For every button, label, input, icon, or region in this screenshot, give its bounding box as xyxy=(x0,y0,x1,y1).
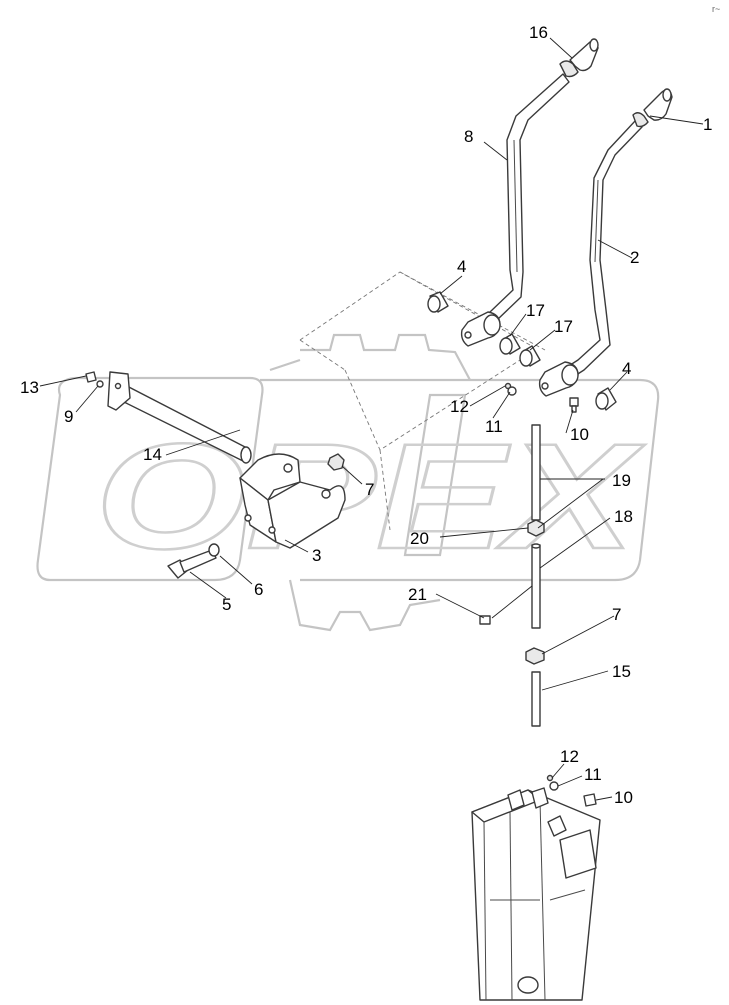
hardware-13-9 xyxy=(85,371,104,388)
label-11-upper: 11 xyxy=(485,417,503,436)
bolt-5 xyxy=(167,549,217,579)
rod-15 xyxy=(531,671,541,727)
bracket-3 xyxy=(239,453,346,549)
label-7-rod: 7 xyxy=(612,605,621,624)
lever-rod-8 xyxy=(467,60,579,334)
spacer-17-b xyxy=(519,345,541,367)
label-14: 14 xyxy=(143,445,162,464)
nut-20 xyxy=(527,519,545,537)
watermark-logo: OPEX xyxy=(36,333,660,632)
label-12-lower: 12 xyxy=(560,747,579,766)
leader-lines xyxy=(39,37,704,801)
label-5: 5 xyxy=(222,595,231,614)
bushing-4-lower xyxy=(595,387,617,411)
label-13: 13 xyxy=(20,378,39,397)
label-17-b: 17 xyxy=(554,317,573,336)
label-9: 9 xyxy=(64,407,73,426)
cross-shaft-14 xyxy=(107,371,252,464)
pin-21 xyxy=(479,615,491,625)
label-1: 1 xyxy=(703,115,712,134)
lever-hub-2 xyxy=(538,361,579,397)
washer-6 xyxy=(208,543,220,557)
label-11-lower: 11 xyxy=(584,765,602,784)
bushing-4-upper xyxy=(427,291,449,313)
nut-7-bracket xyxy=(327,453,345,471)
label-6: 6 xyxy=(254,580,263,599)
part-labels: 16 1 8 2 4 17 17 4 13 9 12 11 10 14 7 19… xyxy=(20,23,712,807)
label-8: 8 xyxy=(464,127,473,146)
label-2: 2 xyxy=(630,248,639,267)
valve-block xyxy=(471,787,601,1001)
knob-1 xyxy=(643,88,673,121)
label-15: 15 xyxy=(612,662,631,681)
label-16: 16 xyxy=(529,23,548,42)
label-17-a: 17 xyxy=(526,301,545,320)
label-18: 18 xyxy=(614,507,633,526)
label-19: 19 xyxy=(612,471,631,490)
spacer-17-a xyxy=(499,333,521,355)
label-10-lower: 10 xyxy=(614,788,633,807)
hardware-12-11-10-upper xyxy=(504,382,579,413)
label-21: 21 xyxy=(408,585,427,604)
label-10-upper: 10 xyxy=(570,425,589,444)
nut-7-rod xyxy=(525,647,545,665)
knob-16 xyxy=(569,38,599,72)
label-4-lower: 4 xyxy=(622,359,631,378)
rod-18 xyxy=(531,543,541,629)
corner-mark: r~ xyxy=(712,4,720,14)
label-4-upper: 4 xyxy=(457,257,466,276)
rod-19 xyxy=(531,424,541,521)
label-12-upper: 12 xyxy=(450,397,469,416)
lever-hub-8 xyxy=(460,311,501,347)
label-3: 3 xyxy=(312,546,321,565)
label-20: 20 xyxy=(410,529,429,548)
watermark-text: OPEX xyxy=(95,412,645,580)
label-7-bracket: 7 xyxy=(365,480,374,499)
